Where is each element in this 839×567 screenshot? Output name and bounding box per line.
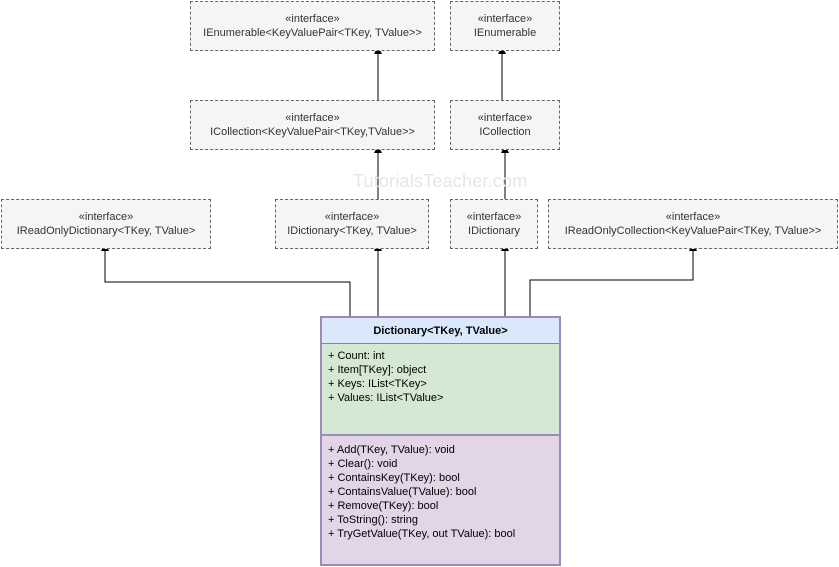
interface-name: IEnumerable <box>473 27 537 39</box>
property-item: + Count: int <box>328 350 385 362</box>
stereotype-label: «interface» <box>285 112 340 124</box>
interface-name: ICollection<KeyValuePair<TKey,TValue>> <box>210 126 415 138</box>
interface-ienumerable-kvp[interactable]: «interface» IEnumerable<KeyValuePair<TKe… <box>190 1 435 51</box>
stereotype-label: «interface» <box>665 211 721 223</box>
interface-name: IDictionary<TKey, TValue> <box>287 225 417 237</box>
interface-idictionary[interactable]: «interface» IDictionary <box>450 199 538 249</box>
interface-name: ICollection <box>479 126 531 138</box>
interface-ireadonlycollection-kvp[interactable]: «interface» IReadOnlyCollection<KeyValue… <box>548 199 838 249</box>
watermark: TutorialsTeacher.com <box>353 171 528 191</box>
interface-icollection[interactable]: «interface» ICollection <box>450 100 560 150</box>
interface-ienumerable[interactable]: «interface» IEnumerable <box>450 1 560 51</box>
class-properties: + Count: int + Item[TKey]: object + Keys… <box>322 344 559 436</box>
stereotype-label: «interface» <box>324 211 380 223</box>
interface-name: IReadOnlyCollection<KeyValuePair<TKey, T… <box>564 225 822 237</box>
interface-name: IDictionary <box>468 225 520 237</box>
method-item: + Remove(TKey): bool <box>328 500 439 512</box>
property-item: + Item[TKey]: object <box>328 364 427 376</box>
interface-name: IReadOnlyDictionary<TKey, TValue> <box>16 225 196 237</box>
class-dictionary[interactable]: Dictionary<TKey, TValue> + Count: int + … <box>320 316 561 566</box>
stereotype-label: «interface» <box>477 112 533 124</box>
method-item: + ContainsValue(TValue): bool <box>328 486 477 498</box>
method-item: + ContainsKey(TKey): bool <box>328 472 460 484</box>
class-methods: + Add(TKey, TValue): void + Clear(): voi… <box>322 436 559 564</box>
stereotype-label: «interface» <box>285 13 340 25</box>
edge-dictionary-to-ireadonlycollection-kvp <box>529 243 697 316</box>
method-item: + Add(TKey, TValue): void <box>328 444 455 456</box>
edge-dictionary-to-ireadonlydictionary <box>101 243 351 316</box>
interface-name: IEnumerable<KeyValuePair<TKey, TValue>> <box>203 27 422 39</box>
stereotype-label: «interface» <box>477 13 533 25</box>
interface-idictionary-generic[interactable]: «interface» IDictionary<TKey, TValue> <box>275 199 429 249</box>
stereotype-label: «interface» <box>466 211 522 223</box>
method-item: + TryGetValue(TKey, out TValue): bool <box>328 528 516 540</box>
method-item: + ToString(): string <box>328 514 418 526</box>
property-item: + Values: IList<TValue> <box>328 392 444 404</box>
interface-icollection-kvp[interactable]: «interface» ICollection<KeyValuePair<TKe… <box>190 100 435 150</box>
class-name: Dictionary<TKey, TValue> <box>322 318 559 344</box>
interface-ireadonlydictionary[interactable]: «interface» IReadOnlyDictionary<TKey, TV… <box>1 199 211 249</box>
stereotype-label: «interface» <box>78 211 134 223</box>
property-item: + Keys: IList<TKey> <box>328 378 427 390</box>
method-item: + Clear(): void <box>328 458 398 470</box>
